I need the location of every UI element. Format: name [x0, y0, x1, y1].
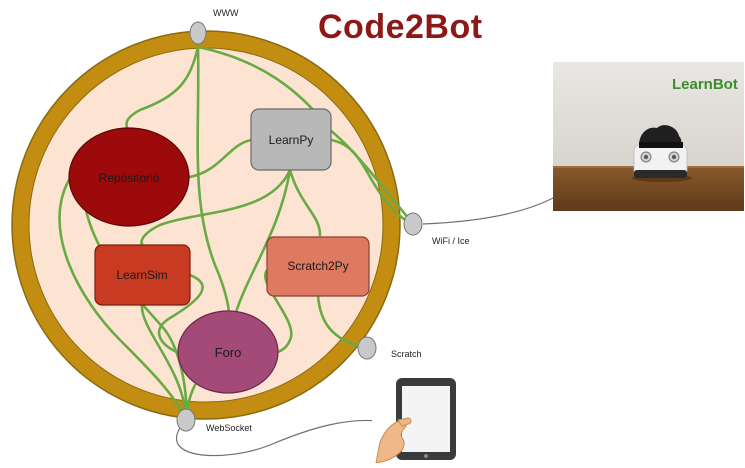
scratch-port[interactable]: [357, 336, 377, 360]
tablet-icon: [372, 372, 464, 464]
tablet-image: [372, 372, 464, 464]
connection-wires: [58, 45, 415, 422]
www-port[interactable]: [189, 21, 207, 45]
robot-picture: [553, 62, 744, 211]
wire-www-foro: [196, 45, 230, 314]
repositorio-node[interactable]: [68, 127, 190, 227]
wifi-label: WiFi / Ice: [432, 236, 470, 246]
scratch2py-node[interactable]: [266, 236, 370, 297]
wire-scratch2py-scratch: [316, 294, 368, 350]
scratch-label: Scratch: [391, 349, 422, 359]
wifi-port[interactable]: [403, 212, 423, 236]
learnpy-node[interactable]: [250, 108, 332, 171]
foro-node[interactable]: [177, 310, 279, 394]
wire-learnpy-wifi: [329, 138, 415, 226]
wire-repositorio-websocket: [58, 176, 188, 422]
learnpy-label: LearnPy: [269, 133, 314, 147]
learnbot-photo: [553, 62, 744, 211]
websocket-port[interactable]: [176, 408, 196, 432]
repositorio-label: Repositorio: [99, 171, 160, 185]
learnbot-label: LearnBot: [672, 76, 738, 93]
learnsim-label: LearnSim: [116, 268, 167, 282]
page-title: Code2Bot: [318, 8, 483, 46]
wire-learnsim-foro: [157, 273, 204, 355]
wire-www-repositorio: [125, 45, 200, 132]
wire-learnpy-scratch2py: [288, 168, 322, 237]
websocket-link-line: [176, 419, 387, 457]
wire-scratch2py-foro: [263, 266, 293, 354]
wire-learnpy-foro: [234, 168, 292, 314]
foro-label: Foro: [215, 345, 242, 360]
wire-learnpy-learnsim: [140, 168, 292, 246]
wire-learnsim-websocket: [140, 303, 188, 422]
www-label: WWW: [213, 8, 239, 18]
wire-learnpy-repositorio: [188, 138, 253, 179]
websocket-label: WebSocket: [206, 423, 252, 433]
learnsim-node[interactable]: [94, 244, 191, 306]
wifi-link-line: [422, 197, 554, 225]
scratch2py-label: Scratch2Py: [287, 259, 348, 273]
